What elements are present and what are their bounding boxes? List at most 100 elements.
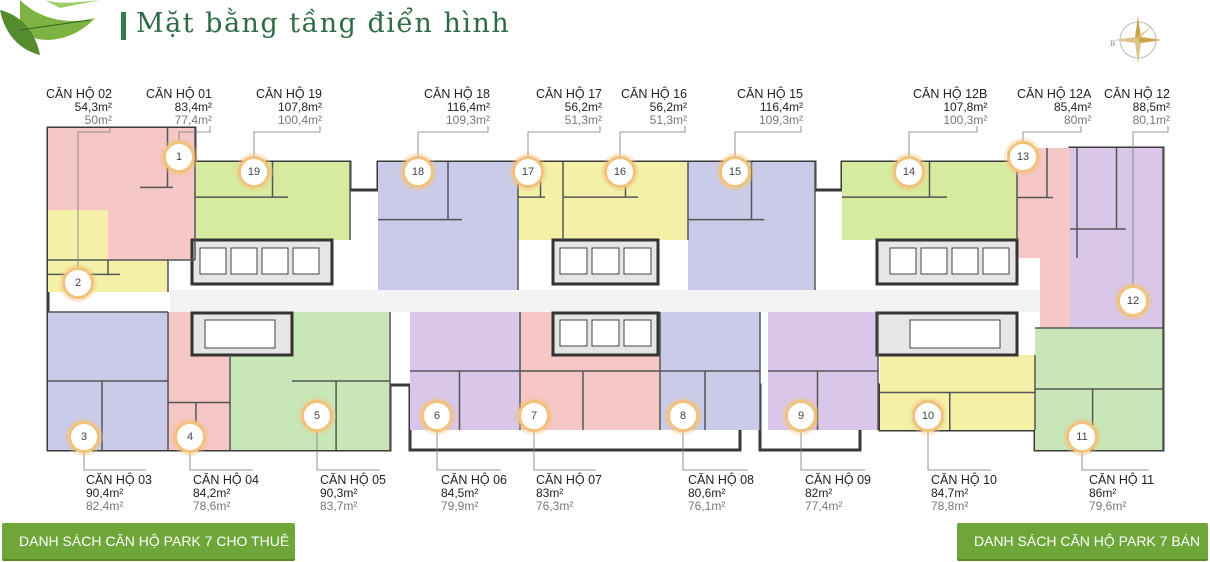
leader-line xyxy=(436,432,501,471)
unit-area1: 56,2m² xyxy=(564,100,602,114)
leader-line xyxy=(77,126,111,267)
elevator-cell xyxy=(591,319,620,347)
unit-area1: 84,7m² xyxy=(931,486,969,500)
unit-number-badge[interactable]: 18 xyxy=(402,156,434,188)
leader-line xyxy=(316,432,380,471)
leader-line xyxy=(1022,126,1082,141)
unit-name: CĂN HỘ 06 xyxy=(441,473,507,487)
elevator-cell xyxy=(559,247,588,275)
unit-number-badge[interactable]: 14 xyxy=(893,156,925,188)
unit-name: CĂN HỘ 19 xyxy=(256,87,322,101)
leader-line xyxy=(800,432,865,471)
unit-name: CĂN HỘ 08 xyxy=(688,473,754,487)
unit-area2: 78,6m² xyxy=(193,499,231,513)
unit-name: CĂN HỘ 07 xyxy=(536,473,602,487)
leader-line xyxy=(527,126,601,156)
unit-number-badge[interactable]: 6 xyxy=(421,400,453,432)
leader-line xyxy=(927,432,991,471)
leader-line xyxy=(83,453,146,471)
unit-area2: 79,6m² xyxy=(1089,499,1127,513)
sale-list-label: DANH SÁCH CĂN HỘ PARK 7 BÁN xyxy=(974,533,1201,549)
unit-number-badge[interactable]: 9 xyxy=(785,400,817,432)
unit-area1: 90,4m² xyxy=(86,486,124,500)
rent-list-button[interactable]: DANH SÁCH CĂN HỘ PARK 7 CHO THUÊ xyxy=(2,523,295,561)
unit-area2: 78,8m² xyxy=(931,499,969,513)
unit-number-badge[interactable]: 17 xyxy=(512,156,544,188)
unit-number-badge[interactable]: 1 xyxy=(163,141,195,173)
unit-area2: 76,3m² xyxy=(536,499,574,513)
unit-area2: 100,4m² xyxy=(277,113,322,127)
elevator-cell xyxy=(292,247,320,275)
unit-number-badge[interactable]: 12 xyxy=(1117,285,1149,317)
unit-number-badge[interactable]: 10 xyxy=(912,400,944,432)
unit-area2: 109,3m² xyxy=(445,113,490,127)
unit-area2: 80m² xyxy=(1064,113,1092,127)
unit-number-badge[interactable]: 15 xyxy=(719,156,751,188)
unit-number-badge[interactable]: 13 xyxy=(1007,141,1039,173)
rent-list-label: DANH SÁCH CĂN HỘ PARK 7 CHO THUÊ xyxy=(19,533,290,549)
page-title: Mặt bằng tầng điển hình xyxy=(136,8,511,39)
unit-number-badge[interactable]: 5 xyxy=(301,400,333,432)
unit-area1: 84,5m² xyxy=(441,486,479,500)
unit-name: CĂN HỘ 05 xyxy=(320,473,386,487)
unit-area1: 116,4m² xyxy=(759,100,803,114)
unit-name: CĂN HỘ 17 xyxy=(536,87,602,101)
unit-area1: 116,4m² xyxy=(446,100,490,114)
unit-name: CĂN HỘ 09 xyxy=(805,473,871,487)
unit-name: CĂN HỘ 11 xyxy=(1089,473,1155,487)
unit-area1: 80,6m² xyxy=(688,486,726,500)
unit-area1: 107,8m² xyxy=(277,100,322,114)
stair-cell xyxy=(204,319,276,349)
leader-line xyxy=(178,126,211,141)
unit-number-badge[interactable]: 3 xyxy=(68,421,100,453)
unit-area1: 56,2m² xyxy=(649,100,687,114)
unit-area1: 88,5m² xyxy=(1132,100,1170,114)
unit-number-badge[interactable]: 8 xyxy=(667,400,699,432)
leader-line xyxy=(1132,126,1169,285)
unit-number-badge[interactable]: 11 xyxy=(1066,421,1098,453)
unit-area2: 83,7m² xyxy=(320,499,358,513)
elevator-cell xyxy=(920,247,948,275)
unit-area2: 109,3m² xyxy=(758,113,803,127)
unit-fill-extra xyxy=(168,312,192,355)
unit-area1: 83m² xyxy=(536,486,564,500)
unit-area1: 83,4m² xyxy=(174,100,212,114)
unit-number-badge[interactable]: 2 xyxy=(62,267,94,299)
unit-area1: 90,3m² xyxy=(320,486,358,500)
unit-area1: 86m² xyxy=(1089,486,1117,500)
unit-area2: 77,4m² xyxy=(805,499,843,513)
unit-number-badge[interactable]: 7 xyxy=(518,400,550,432)
unit-name: CĂN HỘ 02 xyxy=(46,87,112,101)
sale-list-button[interactable]: DANH SÁCH CĂN HỘ PARK 7 BÁN xyxy=(957,523,1208,561)
elevator-cell xyxy=(951,247,979,275)
unit-fill-extra xyxy=(230,355,292,450)
unit-number-badge[interactable]: 4 xyxy=(174,421,206,453)
compass-letter: B xyxy=(1110,39,1115,48)
elevator-cell xyxy=(559,319,588,347)
unit-number-badge[interactable]: 16 xyxy=(604,156,636,188)
title-accent-bar xyxy=(121,12,126,40)
unit-area2: 51,3m² xyxy=(564,113,602,127)
elevator-cell xyxy=(261,247,289,275)
unit-area2: 77,4m² xyxy=(174,113,212,127)
leader-line xyxy=(908,126,978,156)
unit-area1: 54,3m² xyxy=(74,100,112,114)
compass-icon: B xyxy=(1110,16,1162,64)
elevator-cell xyxy=(982,247,1010,275)
unit-number-badge[interactable]: 19 xyxy=(238,156,270,188)
leader-line xyxy=(253,126,321,156)
unit-name: CĂN HỘ 04 xyxy=(193,473,259,487)
leader-line xyxy=(533,432,596,471)
